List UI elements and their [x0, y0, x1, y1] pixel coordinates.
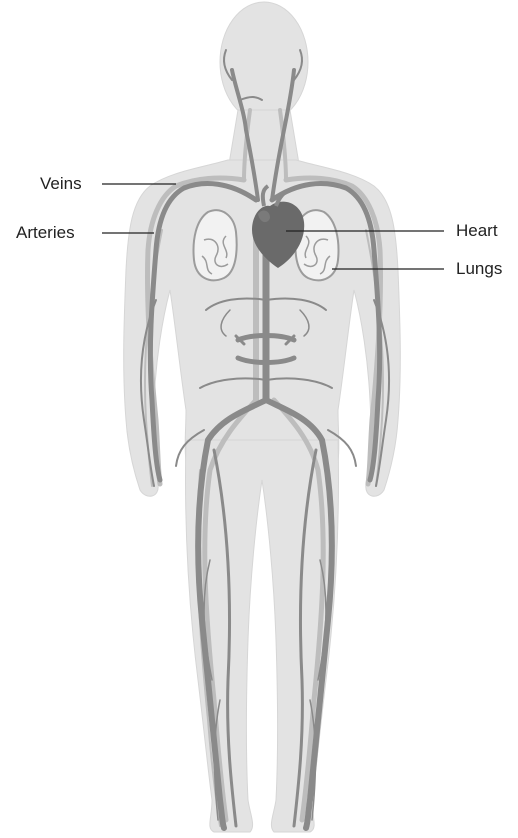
body-silhouette: [124, 2, 401, 832]
head: [220, 2, 308, 122]
veins-label: Veins: [40, 174, 82, 194]
heart-label: Heart: [456, 221, 498, 241]
lungs-label: Lungs: [456, 259, 502, 279]
left-lung: [194, 210, 237, 280]
arteries-label: Arteries: [16, 223, 75, 243]
